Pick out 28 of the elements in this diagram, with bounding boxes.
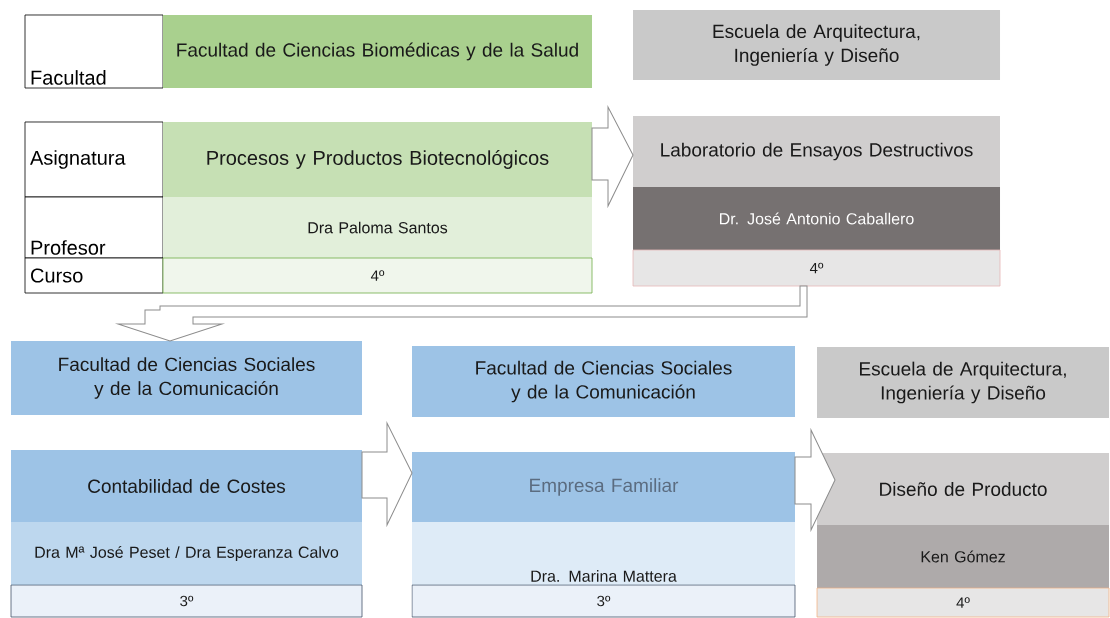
table-cell: 3º (10, 584, 363, 618)
table-cell: Ken Gómez (817, 525, 1109, 588)
table-cell: Facultad de Ciencias Biomédicas y de la Salud (163, 15, 592, 88)
table-cell: Dra Mª José Peset / Dra Esperanza Calvo (11, 522, 362, 585)
block-arrow (794, 429, 836, 531)
table-cell: 4º (632, 249, 1001, 287)
row-label-cell: Profesor (24, 196, 164, 259)
row-label-cell: Facultad (24, 14, 164, 89)
table-cell: Dr. José Antonio Caballero (633, 187, 1000, 250)
block-arrow (591, 106, 634, 207)
table-cell: Diseño de Producto (817, 453, 1109, 525)
table-cell: Empresa Familiar (412, 452, 795, 522)
table-cell: Facultad de Ciencias Sociales y de la Comunicación (412, 346, 795, 417)
table-cell: Escuela de Arquitectura, Ingeniería y Diseño (817, 347, 1109, 418)
row-label-cell: Curso (24, 257, 164, 294)
table-cell: Contabilidad de Costes (11, 450, 362, 522)
table-cell: 4º (816, 587, 1110, 618)
table-cell: Dra Paloma Santos (163, 197, 592, 258)
row-label-cell: Asignatura (24, 121, 164, 198)
table-cell: Escuela de Arquitectura, Ingeniería y Diseño (633, 10, 1000, 80)
table-cell: Dra. Marina Mattera (412, 522, 795, 585)
table-cell: 3º (411, 584, 796, 618)
block-arrow (361, 422, 413, 526)
block-arrow (117, 285, 808, 342)
table-cell: Laboratorio de Ensayos Destructivos (633, 116, 1000, 187)
table-cell: Procesos y Productos Biotecnológicos (163, 122, 592, 197)
table-cell: Facultad de Ciencias Sociales y de la Comunicación (11, 341, 362, 415)
table-cell: 4º (162, 257, 593, 294)
